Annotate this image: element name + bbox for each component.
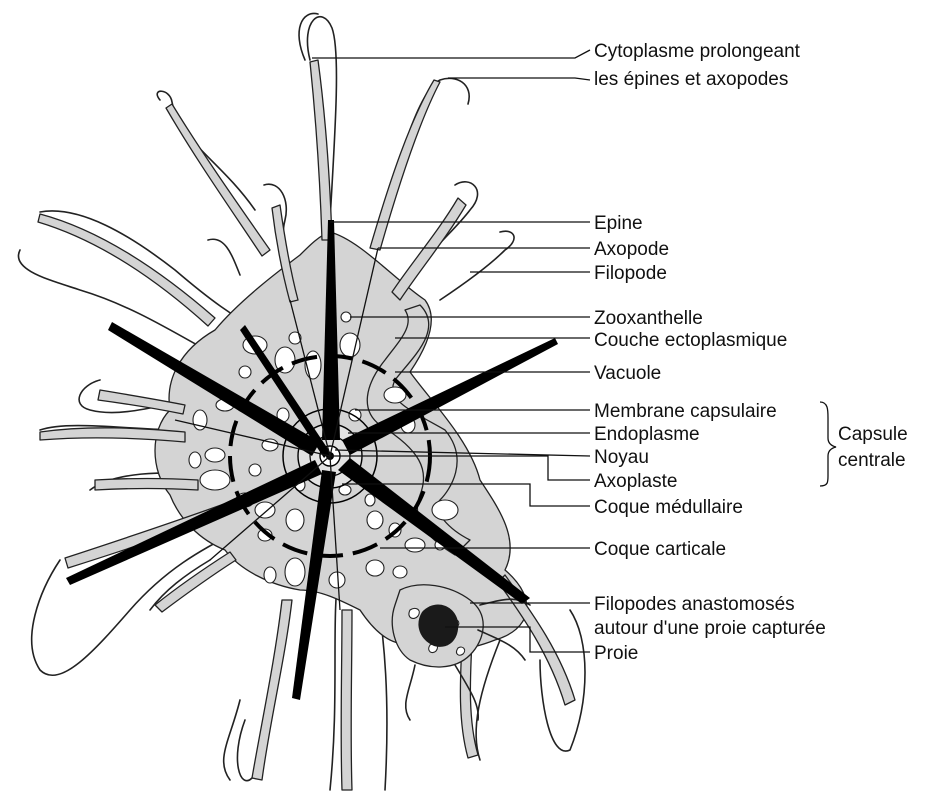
label-filopodes-anastomoses-2: autour d'une proie capturée [594, 618, 826, 639]
label-capsule: Capsule [838, 424, 908, 445]
label-endoplasme: Endoplasme [594, 424, 700, 445]
label-noyau: Noyau [594, 447, 649, 468]
label-axopode: Axopode [594, 239, 669, 260]
label-cytoplasme-1: Cytoplasme prolongeant [594, 41, 801, 62]
label-membrane-capsulaire: Membrane capsulaire [594, 401, 777, 422]
label-zooxanthelle: Zooxanthelle [594, 308, 703, 329]
label-coque-medullaire: Coque médullaire [594, 497, 743, 518]
label-vacuole: Vacuole [594, 363, 661, 384]
label-coque-carticale: Coque carticale [594, 539, 726, 560]
label-axoplaste: Axoplaste [594, 471, 677, 492]
label-filopode: Filopode [594, 263, 667, 284]
label-cytoplasme-2: les épines et axopodes [594, 69, 788, 90]
label-epine: Epine [594, 213, 643, 234]
label-proie: Proie [594, 643, 638, 664]
label-couche-ectoplasmique: Couche ectoplasmique [594, 330, 787, 351]
label-filopodes-anastomoses-1: Filopodes anastomosés [594, 594, 795, 615]
label-centrale: centrale [838, 450, 906, 471]
labels: Cytoplasme prolongeant les épines et axo… [594, 41, 908, 664]
zooxanthelle-cell [341, 312, 351, 322]
